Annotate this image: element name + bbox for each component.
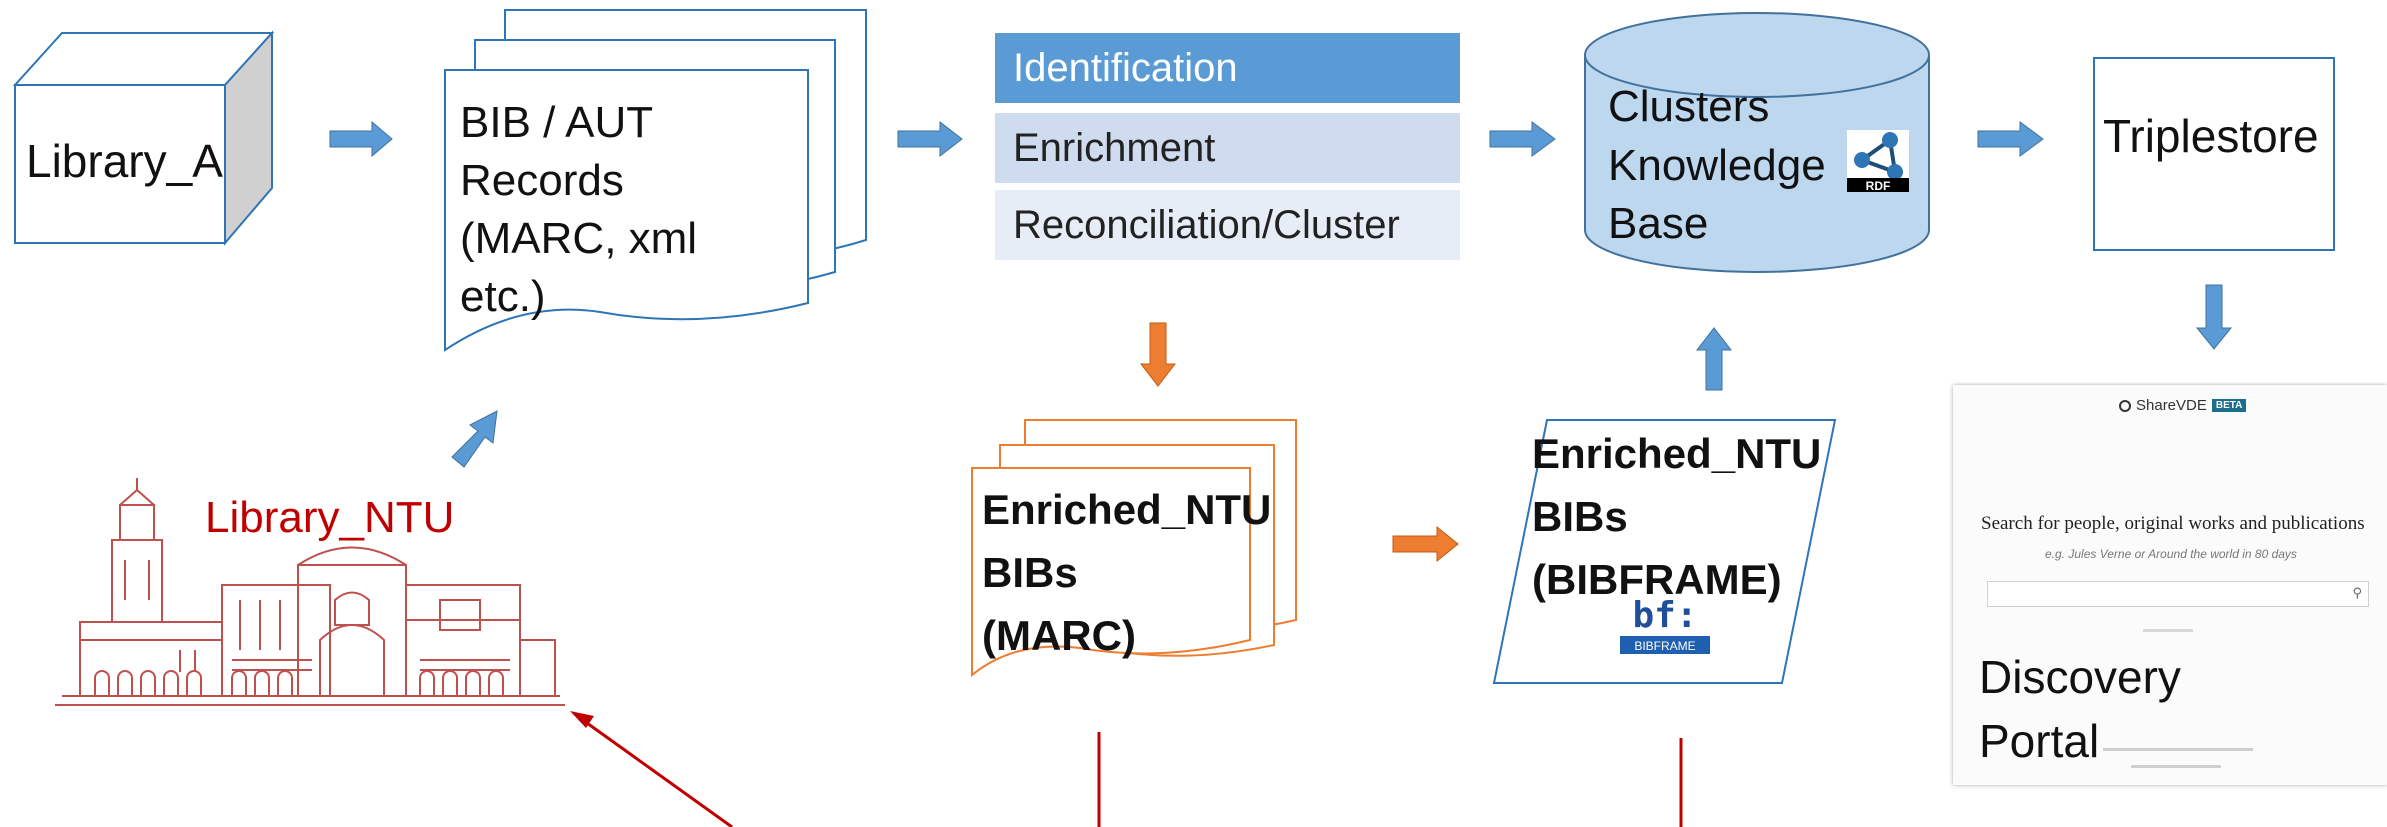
bib-records-line: Records xyxy=(460,156,624,206)
triplestore-box xyxy=(2093,57,2335,251)
bib-records-document xyxy=(444,9,867,352)
orange-arrows xyxy=(1139,322,1459,563)
arrow-records-to-pipeline xyxy=(897,120,963,158)
knowledge-base-line: Base xyxy=(1608,199,1709,249)
knowledge-base-label: Clusters Knowledge Base xyxy=(1608,78,1826,254)
rdf-icon: RDF xyxy=(1847,130,1909,193)
enriched-bibframe-label: Enriched_NTU BIBs (BIBFRAME) xyxy=(1532,422,1821,611)
library-a-cube xyxy=(12,30,275,246)
library-ntu-building-icon xyxy=(55,478,565,706)
blue-arrows xyxy=(329,120,2233,468)
knowledge-base-line: Clusters xyxy=(1608,82,1770,131)
discovery-portal-screenshot: ShareVDE BETA Search for people, origina… xyxy=(1953,385,2387,785)
portal-footer-text-placeholder xyxy=(2103,748,2253,751)
enriched-marc-line: BIBs xyxy=(982,549,1078,596)
discovery-portal-line: Discovery xyxy=(1979,651,2181,703)
search-icon[interactable]: ⚲ xyxy=(2352,585,2362,600)
bib-records-line: BIB / AUT xyxy=(460,98,654,147)
bib-records-line: etc.) xyxy=(460,272,546,322)
beta-badge: BETA xyxy=(2211,399,2247,412)
pipeline-step-enrichment: Enrichment xyxy=(995,113,1460,183)
enriched-bibframe-line: BIBs xyxy=(1532,493,1628,540)
portal-footer-links-placeholder xyxy=(2131,765,2221,768)
pipeline-step-identification: Identification xyxy=(995,33,1460,103)
discovery-portal-label: Discovery Portal xyxy=(1979,645,2181,774)
pipeline-step-reconciliation: Reconciliation/Cluster xyxy=(995,190,1460,260)
portal-search-example: e.g. Jules Verne or Around the world in … xyxy=(2045,547,2297,561)
bf-mark: bf: xyxy=(1632,595,1697,636)
rdf-label: RDF xyxy=(1866,179,1891,193)
enriched-bibframe-line: (BIBFRAME) xyxy=(1532,556,1782,603)
knowledge-base-cylinder xyxy=(1584,12,1930,273)
enriched-marc-document xyxy=(971,419,1297,678)
arrow-bibframe-to-kb xyxy=(1695,327,1733,391)
arrow-a-to-records xyxy=(329,120,393,158)
enriched-marc-label: Enriched_NTU BIBs (MARC) xyxy=(982,478,1271,667)
bib-records-label: BIB / AUT Records (MARC, xml etc.) xyxy=(460,94,697,326)
arrow-triplestore-to-portal xyxy=(2195,284,2233,350)
arrow-pipeline-to-marc xyxy=(1139,322,1177,387)
knowledge-base-line: Knowledge xyxy=(1608,140,1826,190)
portal-search-input[interactable]: ⚲ xyxy=(1987,581,2369,607)
bf-caption: BIBFRAME xyxy=(1634,639,1695,653)
library-ntu-label: Library_NTU xyxy=(205,493,455,542)
portal-headline: Search for people, original works and pu… xyxy=(1981,513,2365,534)
enriched-bibframe-line: Enriched_NTU xyxy=(1532,430,1822,477)
enriched-marc-line: (MARC) xyxy=(982,612,1136,659)
brand-logo-icon xyxy=(2119,399,2131,412)
portal-link-placeholder xyxy=(2143,629,2193,632)
triplestore-label: Triplestore xyxy=(2103,110,2319,162)
feedback-arrowhead xyxy=(570,711,594,728)
arrow-pipeline-to-kb xyxy=(1489,121,1556,157)
bibframe-logo: bf: BIBFRAME xyxy=(1620,592,1710,654)
discovery-portal-line: Portal xyxy=(1979,715,2100,768)
feedback-connector xyxy=(579,716,1683,827)
portal-brand-name: ShareVDE xyxy=(2136,397,2207,414)
bib-records-line: (MARC, xml xyxy=(460,214,698,264)
library-a-label: Library_A xyxy=(26,135,223,187)
enriched-bibframe-shape xyxy=(1492,419,1837,684)
arrow-marc-to-bibframe xyxy=(1392,525,1459,563)
arrow-ntu-to-records xyxy=(451,410,498,468)
enriched-marc-line: Enriched_NTU xyxy=(982,486,1272,533)
arrow-kb-to-triplestore xyxy=(1977,121,2044,157)
portal-brand: ShareVDE BETA xyxy=(2119,397,2247,414)
